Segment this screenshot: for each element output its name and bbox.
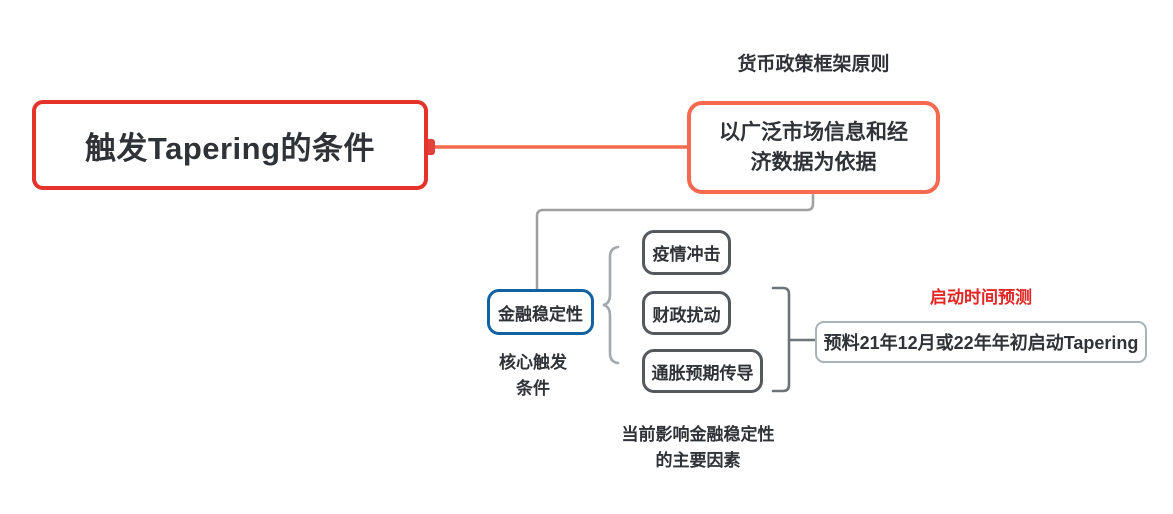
stability-caption[interactable]: 核心触发 条件 [467,350,599,402]
stability-caption-line1: 核心触发 [499,353,567,372]
factors-caption[interactable]: 当前影响金融稳定性 的主要因素 [592,422,804,474]
factor-topic-inflation-label: 通胀预期传导 [651,363,754,383]
stability-topic-label: 金融稳定性 [498,304,583,324]
factors-caption-line1: 当前影响金融稳定性 [621,425,775,444]
root-topic-label: 触发Tapering的条件 [84,130,376,166]
prediction-caption[interactable]: 启动时间预测 [930,288,1032,307]
factor-topic-pandemic[interactable]: 疫情冲击 [642,230,731,275]
policy-topic-line2: 济数据为依据 [750,150,877,174]
prediction-topic-label: 预料21年12月或22年年初启动Tapering [823,333,1139,353]
summary-bracket [771,286,791,393]
link-policy-stability [535,193,815,291]
policy-caption[interactable]: 货币政策框架原则 [737,54,890,75]
policy-topic[interactable]: 以广泛市场信息和经 济数据为依据 [687,101,940,194]
factor-topic-fiscal[interactable]: 财政扰动 [642,291,731,335]
factor-topic-pandemic-label: 疫情冲击 [652,245,721,264]
stability-caption-line2: 条件 [516,379,550,398]
factors-caption-line2: 的主要因素 [655,451,741,470]
stability-topic[interactable]: 金融稳定性 [487,289,594,335]
factor-topic-inflation[interactable]: 通胀预期传导 [642,349,763,393]
prediction-topic[interactable]: 预料21年12月或22年年初启动Tapering [815,321,1147,363]
policy-topic-line1: 以广泛市场信息和经 [719,120,908,144]
root-topic[interactable]: 触发Tapering的条件 [32,100,428,190]
factor-topic-fiscal-label: 财政扰动 [652,305,721,325]
group-brace [602,245,620,365]
